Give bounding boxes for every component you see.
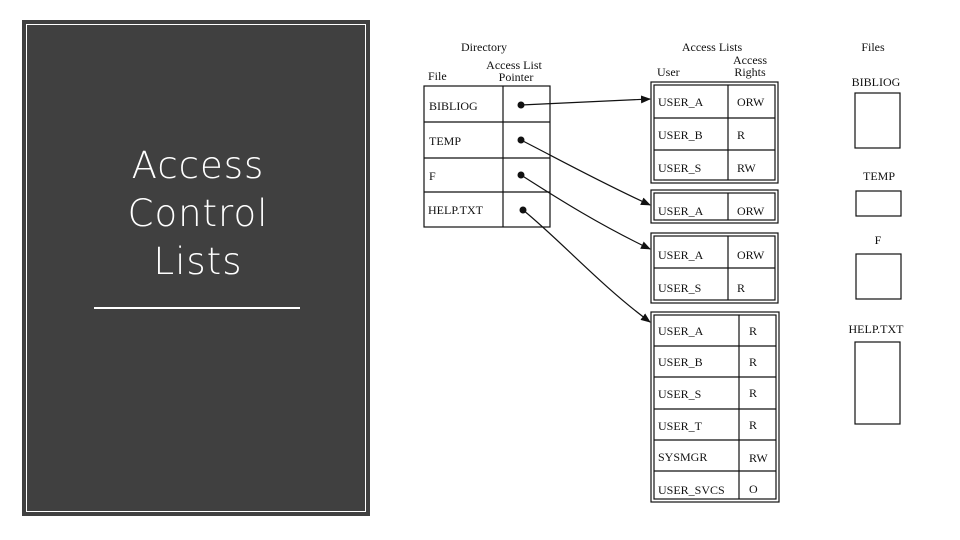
acl-user: USER_S: [658, 161, 701, 175]
file-box: [855, 253, 902, 300]
access-list-table: [650, 81, 779, 184]
file-label: HELP.TXT: [849, 322, 905, 336]
acl-user: USER_A: [658, 95, 704, 109]
acl-user: USER_B: [658, 355, 703, 369]
acl-rights: ORW: [737, 204, 765, 218]
directory-table: [423, 85, 551, 228]
directory-heading: Directory: [461, 40, 507, 54]
acl-rights: RW: [737, 161, 756, 175]
file-label: BIBLIOG: [852, 75, 901, 89]
acl-rights: R: [749, 355, 757, 369]
acl-user: USER_S: [658, 387, 701, 401]
access-list-table: [650, 189, 779, 224]
directory-file-name: F: [429, 169, 436, 183]
arrow-temp: [520, 139, 651, 206]
acl-user: USER_T: [658, 419, 703, 433]
directory-col-pointer-line2: Pointer: [499, 70, 534, 84]
file-box: [854, 341, 901, 425]
acl-user: USER_A: [658, 324, 704, 338]
acl-user: USER_A: [658, 248, 704, 262]
acl-user: USER_A: [658, 204, 704, 218]
directory-col-file: File: [428, 69, 447, 83]
acl-rights: ORW: [737, 248, 765, 262]
directory-file-name: HELP.TXT: [428, 203, 484, 217]
acl-rights: R: [737, 128, 745, 142]
acl-rights: R: [749, 324, 757, 338]
acl-rights: R: [749, 386, 757, 400]
directory-file-name: BIBLIOG: [429, 99, 478, 113]
slide-title: Access Control Lists: [24, 142, 372, 286]
access-lists-col-user: User: [657, 65, 680, 79]
acl-rights: RW: [749, 451, 768, 465]
arrow-f: [520, 174, 651, 250]
access-list-table: [650, 232, 779, 304]
title-underline: [94, 307, 300, 309]
acl-user: USER_S: [658, 281, 701, 295]
file-label: F: [875, 233, 882, 247]
directory-file-name: TEMP: [429, 134, 461, 148]
access-lists-heading: Access Lists: [682, 40, 743, 54]
acl-user: USER_SVCS: [658, 483, 725, 497]
acl-rights: R: [749, 418, 757, 432]
slide-title-line: Lists: [153, 240, 243, 283]
pointer-arrows: [520, 95, 651, 323]
arrow-bibliog: [520, 95, 651, 106]
files-heading: Files: [861, 40, 885, 54]
file-box: [855, 190, 902, 217]
acl-user: SYSMGR: [658, 450, 707, 464]
arrow-helptxt: [522, 209, 651, 323]
slide-title-line: Control: [127, 192, 269, 235]
acl-user: USER_B: [658, 128, 703, 142]
acl-rights: R: [737, 281, 745, 295]
acl-rights: O: [749, 482, 758, 496]
title-panel: Access Control Lists: [22, 20, 370, 516]
access-lists-col-rights-line2: Rights: [734, 65, 766, 79]
acl-rights: ORW: [737, 95, 765, 109]
file-box: [854, 92, 901, 149]
slide-title-line: Access: [131, 144, 265, 187]
directory-col-pointer-line1: Access List: [486, 58, 542, 72]
access-lists-col-rights-line1: Access: [733, 53, 767, 67]
file-label: TEMP: [863, 169, 895, 183]
access-list-table: [650, 311, 780, 503]
